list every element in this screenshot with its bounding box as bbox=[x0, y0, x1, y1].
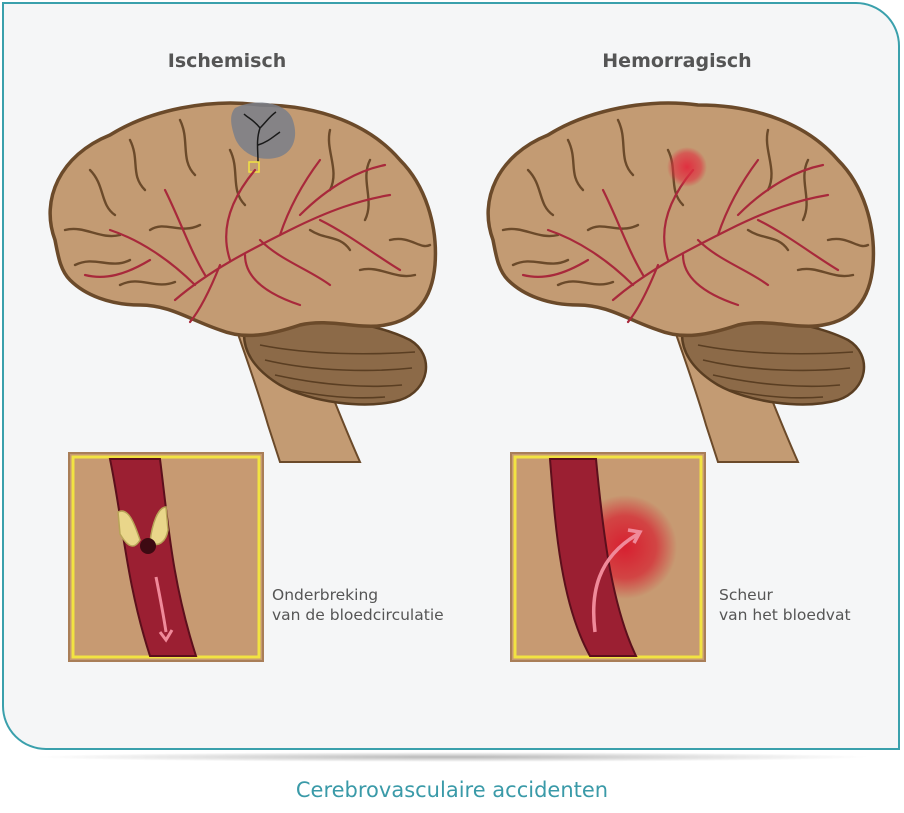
brain-illustration-hemorrhagic bbox=[486, 101, 876, 463]
title-hemorrhagic: Hemorragisch bbox=[602, 50, 752, 72]
frame-shadow bbox=[30, 752, 874, 762]
footer-title: Cerebrovasculaire accidenten bbox=[295, 778, 609, 802]
caption-ischemic-line1: Onderbreking bbox=[272, 586, 379, 604]
title-ischemic: Ischemisch bbox=[167, 50, 287, 72]
brain-illustration-ischemic bbox=[48, 101, 438, 463]
inset-blocked-vessel bbox=[68, 452, 264, 662]
inset-ruptured-vessel bbox=[510, 452, 706, 662]
caption-hemorrhagic-line1: Scheur bbox=[719, 586, 773, 604]
caption-ischemic-line2: van de bloedcirculatie bbox=[272, 606, 444, 624]
caption-ischemic: Onderbreking van de bloedcirculatie bbox=[272, 585, 444, 625]
caption-hemorrhagic-line2: van het bloedvat bbox=[719, 606, 851, 624]
caption-hemorrhagic: Scheur van het bloedvat bbox=[719, 585, 851, 625]
